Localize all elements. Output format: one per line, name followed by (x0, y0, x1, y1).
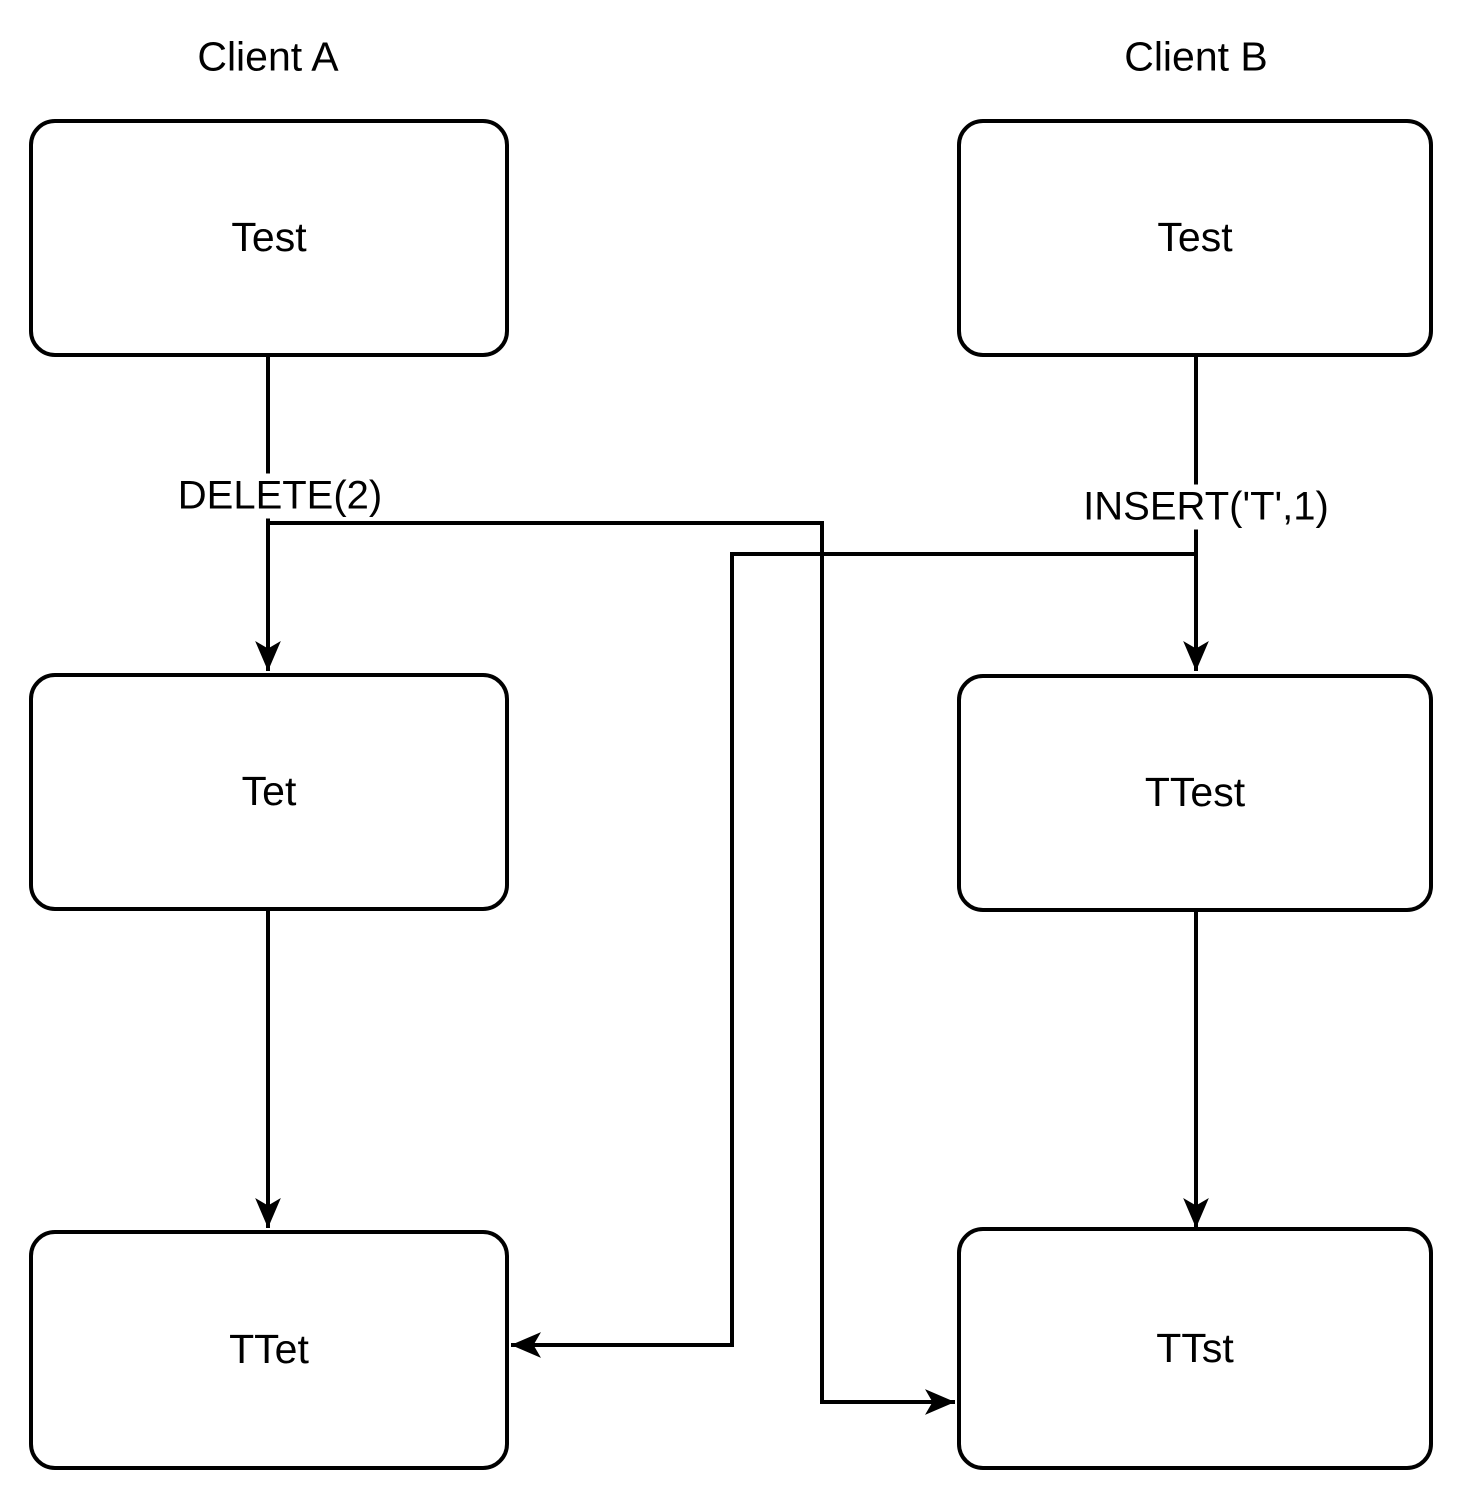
node-clientb-ttst-label: TTst (1156, 1324, 1234, 1371)
node-clientb-ttest-label: TTest (1144, 769, 1246, 816)
node-clienta-test-label: Test (231, 214, 307, 261)
insert-operation-label: INSERT('T',1) (1079, 484, 1333, 530)
node-clienta-ttet-label: TTet (229, 1326, 309, 1373)
node-clienta-tet-label: Tet (241, 768, 297, 815)
node-clientb-ttest: TTest (957, 674, 1433, 912)
node-clientb-ttst: TTst (957, 1227, 1433, 1470)
node-clienta-tet: Tet (29, 673, 509, 911)
node-clientb-test: Test (957, 119, 1433, 357)
arrow-insert-cross-to-ttet (511, 552, 1196, 1358)
node-clienta-test: Test (29, 119, 509, 357)
node-clientb-test-label: Test (1157, 214, 1233, 261)
client-a-header: Client A (197, 33, 339, 80)
arrow-delete-cross-to-ttst (268, 521, 955, 1415)
client-b-header: Client B (1124, 33, 1268, 80)
delete-operation-label: DELETE(2) (173, 473, 387, 519)
node-clienta-ttet: TTet (29, 1230, 509, 1470)
